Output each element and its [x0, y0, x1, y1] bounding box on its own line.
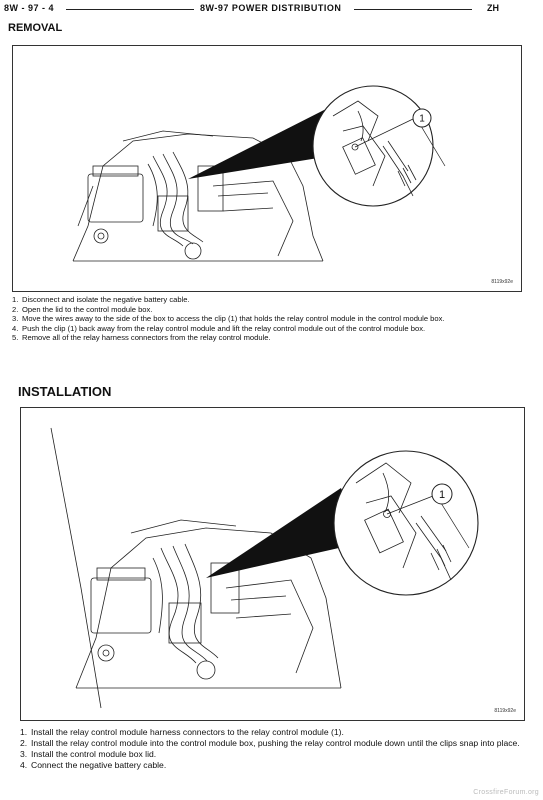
list-item: 1.Disconnect and isolate the negative ba…	[12, 295, 190, 304]
engine-bay-illustration: 1	[72, 85, 446, 262]
installation-callout-1: 1	[439, 489, 445, 501]
header-rule	[354, 9, 472, 10]
section-title: 8W-97 POWER DISTRIBUTION	[200, 3, 342, 13]
installation-heading: INSTALLATION	[18, 384, 112, 399]
removal-heading: REMOVAL	[8, 22, 63, 34]
list-item: 3.Move the wires away to the side of the…	[12, 314, 445, 323]
list-item: 1.Install the relay control module harne…	[20, 727, 344, 737]
header-rule	[66, 9, 194, 10]
list-item: 5.Remove all of the relay harness connec…	[12, 333, 271, 342]
list-item: 4.Connect the negative battery cable.	[20, 760, 167, 770]
list-item: 3.Install the control module box lid.	[20, 749, 157, 759]
removal-callout-1: 1	[419, 114, 425, 125]
page-reference: 8W - 97 - 4	[4, 3, 55, 13]
installation-steps: 1.Install the relay control module harne…	[20, 727, 525, 771]
removal-figure: 1 8119x92e	[12, 45, 522, 292]
engine-bay-illustration: 1	[50, 427, 479, 709]
installation-figure: 1 8119x92e	[20, 407, 525, 721]
removal-steps: 1.Disconnect and isolate the negative ba…	[12, 295, 517, 343]
watermark: CrossfireForum.org	[473, 789, 539, 796]
model-code: ZH	[487, 3, 499, 13]
figure-code: 8119x92e	[494, 708, 516, 714]
list-item: 2.Open the lid to the control module box…	[12, 304, 153, 314]
list-item: 4.Push the clip (1) back away from the r…	[12, 323, 426, 333]
page-header: 8W - 97 - 4 8W-97 POWER DISTRIBUTION ZH	[0, 0, 543, 18]
figure-code: 8119x92e	[491, 279, 513, 285]
list-item: 2.Install the relay control module into …	[20, 738, 520, 748]
